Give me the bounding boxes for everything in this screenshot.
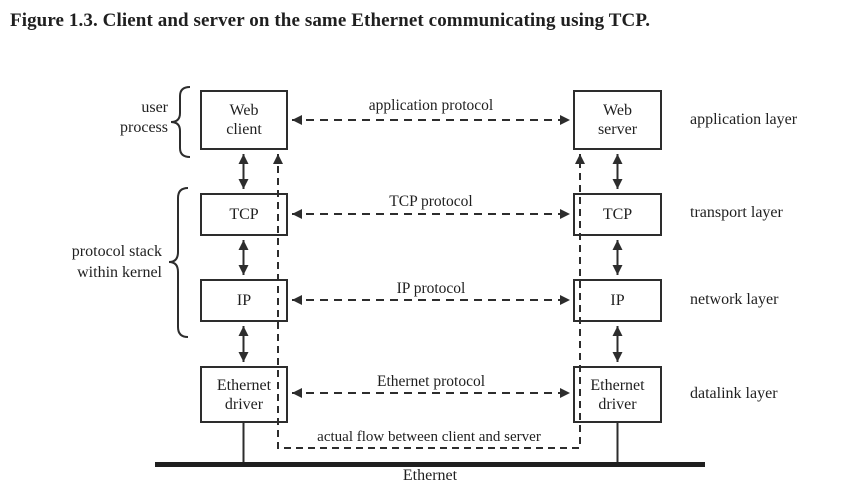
- user-process-brace: [170, 86, 191, 158]
- client-web-label-line1: Web: [229, 102, 259, 119]
- client-ethernet-driver-box: Ethernet driver: [200, 366, 288, 423]
- application-protocol-label: application protocol: [368, 97, 494, 114]
- kernel-stack-note: protocol stack within kernel: [30, 241, 162, 283]
- actual-flow-label: actual flow between client and server: [317, 429, 541, 445]
- server-web-box: Web server: [573, 90, 662, 150]
- user-process-line2: process: [120, 119, 168, 136]
- user-process-note: user process: [80, 98, 168, 138]
- protocol-dashed-arrows: [292, 115, 570, 398]
- server-web-label-line1: Web: [603, 102, 632, 119]
- network-layer-label: network layer: [690, 291, 779, 308]
- server-ip-label: IP: [610, 292, 625, 309]
- application-layer-label: application layer: [690, 111, 798, 128]
- client-web-label-line2: client: [226, 121, 262, 138]
- tcp-protocol-label: TCP protocol: [389, 193, 473, 210]
- ethernet-protocol-label: Ethernet protocol: [376, 373, 486, 390]
- client-ip-box: IP: [200, 279, 288, 322]
- server-ethernet-driver-box: Ethernet driver: [573, 366, 662, 423]
- server-web-label-line2: server: [597, 121, 638, 138]
- ip-protocol-label: IP protocol: [396, 280, 466, 297]
- client-ip-label: IP: [236, 292, 252, 309]
- kernel-stack-brace: [168, 187, 189, 338]
- ethernet-bus-label: Ethernet: [402, 467, 458, 484]
- server-driver-label-line1: Ethernet: [590, 376, 645, 394]
- kernel-stack-line2: within kernel: [77, 264, 162, 281]
- server-driver-label-line2: driver: [598, 395, 637, 413]
- client-driver-label-line2: driver: [224, 395, 264, 413]
- client-tcp-label: TCP: [229, 206, 259, 223]
- kernel-stack-line1: protocol stack: [71, 243, 162, 260]
- client-tcp-box: TCP: [200, 193, 288, 236]
- user-process-line1: user: [141, 99, 168, 116]
- transport-layer-label: transport layer: [690, 204, 783, 221]
- datalink-layer-label: datalink layer: [690, 385, 778, 402]
- client-driver-label-line1: Ethernet: [216, 376, 272, 394]
- client-web-box: Web client: [200, 90, 288, 150]
- server-tcp-label: TCP: [602, 206, 633, 223]
- server-ip-box: IP: [573, 279, 662, 322]
- figure-caption: Figure 1.3. Client and server on the sam…: [10, 10, 651, 31]
- server-tcp-box: TCP: [573, 193, 662, 236]
